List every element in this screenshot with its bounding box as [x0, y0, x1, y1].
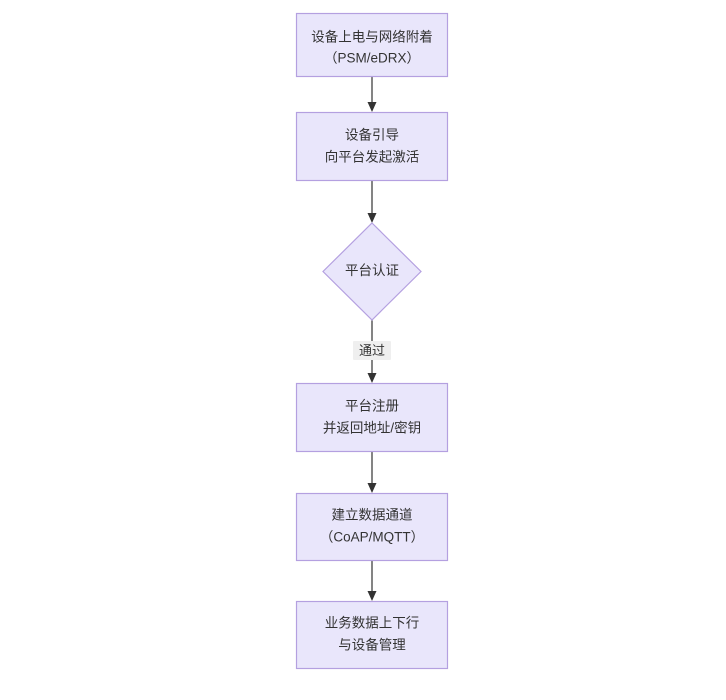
node-box[interactable] [295, 492, 449, 562]
edge-n4-n5 [367, 452, 377, 493]
node-business-data-and-device-management[interactable]: 业务数据上下行 与设备管理 [295, 600, 449, 670]
node-platform-registration[interactable]: 平台注册 并返回地址/密钥 [295, 382, 449, 453]
node-label-line1: 业务数据上下行 [325, 616, 420, 631]
edge-n5-n6 [367, 561, 377, 601]
arrowhead-icon [367, 213, 377, 223]
arrowhead-icon [367, 102, 377, 112]
edge-label-background [353, 341, 391, 360]
node-device-bootstrap[interactable]: 设备引导 向平台发起激活 [295, 111, 449, 182]
node-label-line2: （CoAP/MQTT） [320, 530, 424, 545]
arrowhead-icon [367, 373, 377, 383]
edge-label-pass: 通过 [359, 343, 385, 358]
node-label-line2: 向平台发起激活 [325, 150, 420, 165]
node-label-line2: 与设备管理 [338, 637, 406, 653]
node-label-line2: 并返回地址/密钥 [323, 420, 421, 436]
node-box[interactable] [295, 111, 449, 182]
node-diamond[interactable] [322, 222, 422, 321]
node-establish-data-channel[interactable]: 建立数据通道 （CoAP/MQTT） [295, 492, 449, 562]
node-label-line1: 平台注册 [345, 399, 399, 414]
arrowhead-icon [367, 483, 377, 493]
node-box[interactable] [295, 12, 449, 78]
edge-n2-n3 [367, 181, 377, 223]
node-label-line1: 建立数据通道 [332, 508, 413, 523]
node-box[interactable] [295, 600, 449, 670]
node-label-line1: 平台认证 [345, 263, 399, 278]
edge-n1-n2 [367, 77, 377, 112]
arrowhead-icon [367, 591, 377, 601]
edge-n3-n4: 通过 [353, 320, 391, 383]
node-box[interactable] [295, 382, 449, 453]
node-label-line1: 设备上电与网络附着 [311, 29, 433, 45]
node-label-line2: （PSM/eDRX） [324, 51, 420, 66]
node-device-power-on[interactable]: 设备上电与网络附着 （PSM/eDRX） [295, 12, 449, 78]
node-platform-authentication[interactable]: 平台认证 [322, 222, 422, 321]
node-label-line1: 设备引导 [345, 127, 399, 143]
